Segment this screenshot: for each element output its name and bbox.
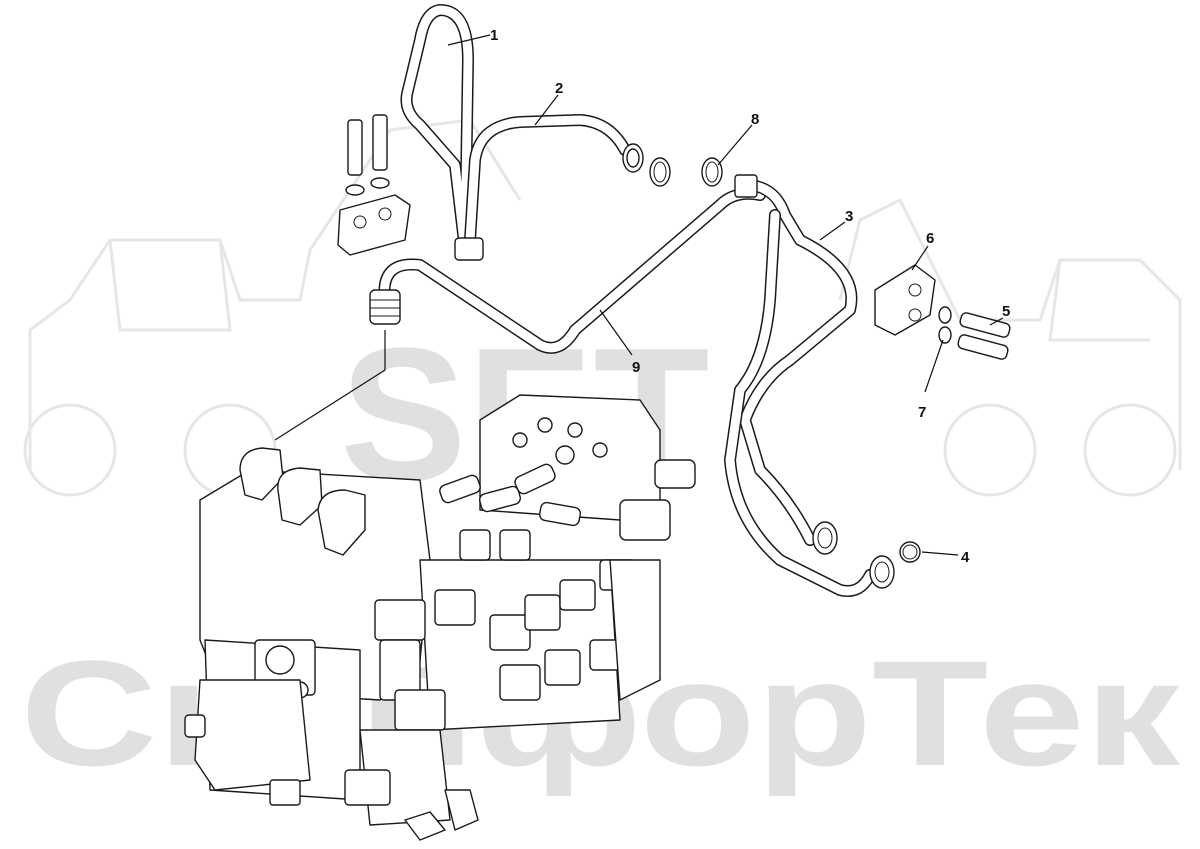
callout-9: 9 bbox=[632, 359, 640, 376]
leader-7 bbox=[924, 339, 944, 393]
clamp-6 bbox=[874, 264, 936, 336]
leader-6 bbox=[911, 245, 929, 271]
pipe-2 bbox=[454, 114, 644, 261]
leader-2 bbox=[534, 94, 559, 126]
callout-8: 8 bbox=[751, 111, 759, 128]
leader-1 bbox=[447, 34, 491, 46]
leader-8 bbox=[717, 124, 753, 166]
callout-6: 6 bbox=[926, 230, 934, 247]
clamp-left bbox=[337, 114, 411, 256]
leader-9 bbox=[599, 309, 633, 356]
seal-ring-4 bbox=[899, 541, 921, 563]
callouts: 1 2 3 4 5 6 7 8 9 bbox=[490, 27, 1010, 566]
callout-1: 1 bbox=[490, 27, 498, 44]
callout-7: 7 bbox=[918, 404, 926, 421]
callout-3: 3 bbox=[845, 208, 853, 225]
leader-4 bbox=[921, 551, 959, 556]
callout-2: 2 bbox=[555, 80, 563, 97]
pipe-1 bbox=[400, 4, 474, 256]
watermark-machine-right-icon bbox=[838, 197, 1182, 497]
bolts-5 bbox=[957, 312, 1011, 360]
control-valve-block bbox=[184, 394, 696, 841]
pipe-3 bbox=[724, 174, 895, 597]
callout-5: 5 bbox=[1002, 303, 1010, 320]
callout-leaders bbox=[447, 34, 1004, 556]
seal-ring-2 bbox=[649, 157, 671, 187]
leader-5 bbox=[989, 317, 1004, 326]
leader-3 bbox=[819, 221, 846, 241]
callout-4: 4 bbox=[961, 549, 970, 566]
seal-ring-8 bbox=[701, 157, 723, 187]
connection-leader bbox=[274, 330, 386, 441]
washer-7 bbox=[938, 306, 952, 344]
